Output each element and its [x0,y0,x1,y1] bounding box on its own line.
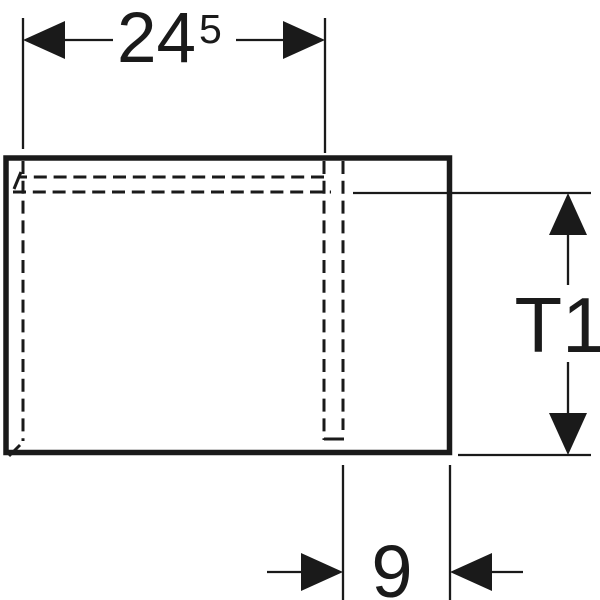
hidden-edges [7,161,345,458]
depth-value-label: T1 [514,281,600,369]
width-superscript-label: 5 [199,6,222,52]
dimension-offset: 9 [267,465,523,600]
width-value-label: 24 [117,0,196,78]
width-arrow-left-icon [23,21,65,59]
dashed-corner-top-left [12,171,23,190]
dimension-width: 24 5 [21,0,327,153]
dimension-depth: T1 [353,191,600,457]
offset-arrow-left-icon [450,553,492,591]
depth-arrow-up-icon [549,193,587,235]
width-arrow-right-icon [283,21,325,59]
dashed-corner-bottom-left [7,443,22,458]
offset-value-label: 9 [371,530,412,600]
depth-arrow-down-icon [549,413,587,455]
product-outline-box [3,155,453,456]
offset-arrow-right-icon [301,553,343,591]
